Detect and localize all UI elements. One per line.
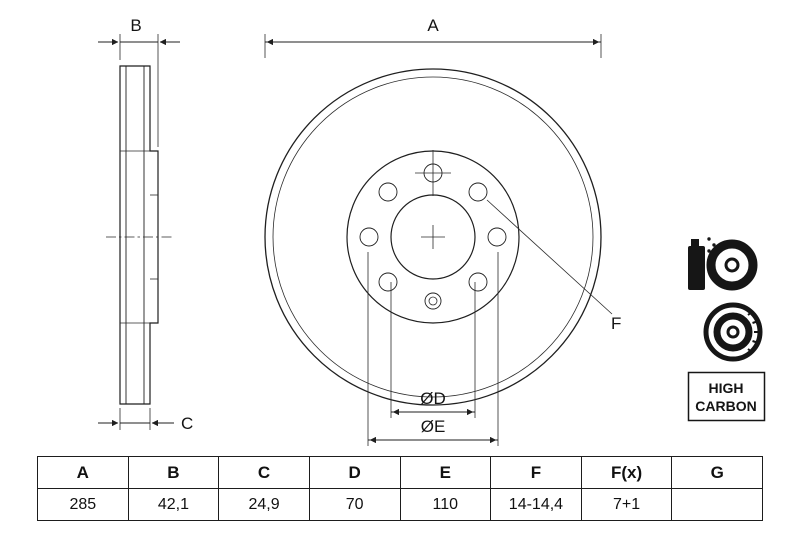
- spray-can-coated-disc-icon: [688, 237, 758, 291]
- table-header-e: E: [399, 456, 492, 489]
- technical-drawing: A B C ØD: [98, 16, 766, 446]
- table-header-fx: F(x): [580, 456, 673, 489]
- dim-a-label: A: [427, 16, 439, 35]
- dimension-e: ØE: [367, 252, 499, 446]
- outer-diameter-circle: [264, 68, 602, 406]
- dimension-d: ØD: [390, 282, 476, 418]
- dim-c-label: C: [181, 414, 193, 433]
- table-header-d: D: [308, 456, 401, 489]
- dim-e-label: ØE: [421, 417, 446, 436]
- table-header-c: C: [218, 456, 310, 489]
- high-carbon-box: [687, 371, 766, 422]
- value-b: 42,1: [127, 488, 220, 521]
- value-g: [671, 488, 763, 521]
- disc-section-outline: [119, 65, 159, 405]
- chamfer-circle: [272, 76, 594, 398]
- dimension-c: C: [98, 408, 193, 433]
- table-header-row: A B C D E F F(x) G: [37, 456, 763, 489]
- brake-disc-icon: [703, 302, 763, 362]
- table-value-row: 285 42,1 24,9 70 110 14-14,4 7+1: [37, 488, 763, 521]
- dimension-b: B: [98, 16, 180, 147]
- value-a: 285: [37, 488, 129, 521]
- high-carbon-badge: HIGH CARBON: [687, 371, 766, 422]
- dimension-table: A B C D E F F(x) G 285 42,1 24,9 70 110 …: [37, 456, 763, 521]
- value-fx: 7+1: [580, 488, 673, 521]
- dim-d-label: ØD: [420, 389, 446, 408]
- high-carbon-line2: CARBON: [695, 398, 756, 414]
- table-header-b: B: [127, 456, 220, 489]
- front-view: [264, 68, 602, 406]
- high-carbon-line1: HIGH: [709, 380, 744, 396]
- table-header-g: G: [671, 456, 763, 489]
- value-f: 14-14,4: [490, 488, 582, 521]
- side-view: [106, 65, 172, 405]
- table-header-a: A: [37, 456, 129, 489]
- dim-f-label: F: [611, 314, 621, 333]
- table-header-f: F: [490, 456, 582, 489]
- dim-b-label: B: [130, 16, 141, 35]
- locating-hole: [424, 292, 442, 310]
- value-d: 70: [308, 488, 401, 521]
- value-c: 24,9: [218, 488, 310, 521]
- dimension-f: F: [486, 199, 621, 333]
- dimension-a: A: [264, 16, 602, 58]
- value-e: 110: [399, 488, 492, 521]
